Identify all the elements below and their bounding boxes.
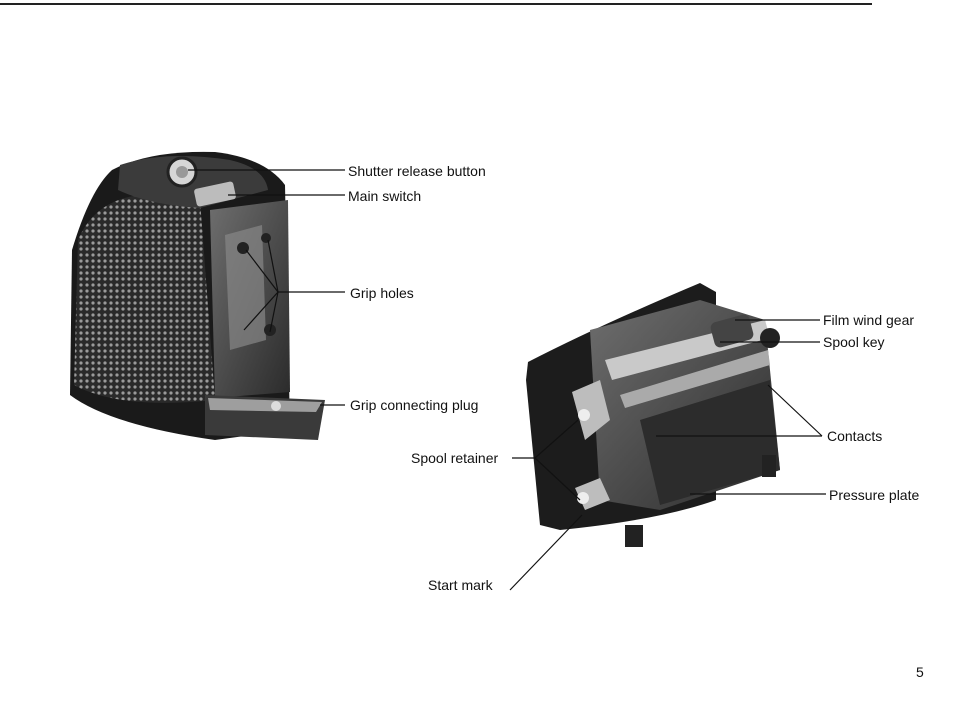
- label-contacts: Contacts: [827, 428, 882, 444]
- page-number: 5: [916, 664, 924, 680]
- label-start-mark: Start mark: [428, 577, 493, 593]
- label-pressure-plate: Pressure plate: [829, 487, 919, 503]
- label-shutter-release-button: Shutter release button: [348, 163, 486, 179]
- label-spool-retainer: Spool retainer: [411, 450, 498, 466]
- label-grip-holes: Grip holes: [350, 285, 414, 301]
- label-spool-key: Spool key: [823, 334, 884, 350]
- film-magazine-image: [526, 283, 780, 547]
- label-grip-connecting-plug: Grip connecting plug: [350, 397, 478, 413]
- label-film-wind-gear: Film wind gear: [823, 312, 914, 328]
- label-main-switch: Main switch: [348, 188, 421, 204]
